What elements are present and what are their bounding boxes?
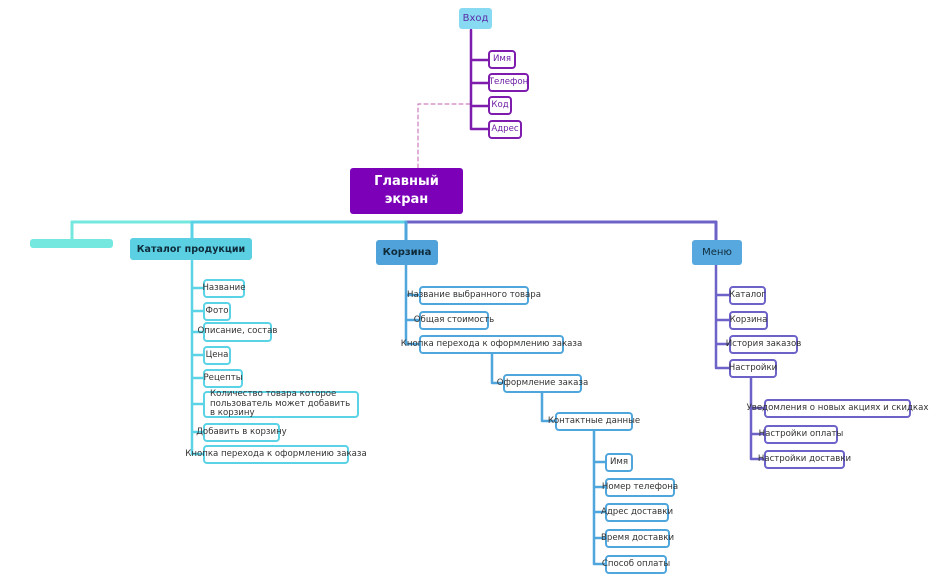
catalog-item-name[interactable]: Название <box>202 279 246 298</box>
menu-item-catalog[interactable]: Каталог <box>729 286 766 305</box>
login-item-address[interactable]: Адрес <box>488 120 522 139</box>
settings-item-notifications[interactable]: Уведомления о новых акциях и скидках <box>747 399 928 418</box>
settings-item-payment[interactable]: Настройки оплаты <box>759 425 843 444</box>
blank-branch-node[interactable] <box>30 239 113 248</box>
cart-item-checkout-button[interactable]: Кнопка перехода к оформлению заказа <box>401 335 582 354</box>
contact-item-time[interactable]: Время доставки <box>601 529 674 548</box>
catalog-item-quantity[interactable]: Количество товара которое пользователь м… <box>203 389 359 418</box>
login-item-name[interactable]: Имя <box>488 50 516 69</box>
catalog-item-checkout-button[interactable]: Кнопка перехода к оформлению заказа <box>185 445 367 464</box>
contact-data-node[interactable]: Контактные данные <box>548 412 640 431</box>
menu-item-settings[interactable]: Настройки <box>729 359 777 378</box>
main-screen-node[interactable]: Главный экран <box>350 168 463 214</box>
checkout-line <box>490 351 506 385</box>
menu-node[interactable]: Меню <box>692 240 742 265</box>
contact-line <box>540 390 558 423</box>
catalog-node[interactable]: Каталог продукции <box>130 238 252 260</box>
main-screen-line2: экран <box>384 192 429 207</box>
menu-item-order-history[interactable]: История заказов <box>726 335 801 354</box>
contact-item-phone[interactable]: Номер телефона <box>602 478 678 497</box>
contact-item-payment[interactable]: Способ оплаты <box>602 555 670 574</box>
login-link-line <box>417 29 472 169</box>
login-items-line <box>469 28 493 131</box>
catalog-items-line <box>190 259 206 456</box>
settings-items-line <box>749 375 767 461</box>
cart-items-line <box>404 262 422 346</box>
cart-node[interactable]: Корзина <box>376 240 438 265</box>
catalog-item-photo[interactable]: Фото <box>203 302 231 321</box>
main-screen-line1: Главный <box>374 174 439 190</box>
checkout-node[interactable]: Оформление заказа <box>497 374 588 393</box>
login-item-code[interactable]: Код <box>488 96 512 115</box>
settings-item-delivery[interactable]: Настройки доставки <box>758 450 851 469</box>
contact-items-line <box>592 428 608 566</box>
contact-item-address[interactable]: Адрес доставки <box>601 503 673 522</box>
catalog-item-recipes[interactable]: Рецепты <box>203 369 243 388</box>
catalog-item-add-to-cart[interactable]: Добавить в корзину <box>196 423 287 442</box>
cart-item-total[interactable]: Общая стоимость <box>414 311 494 330</box>
menu-item-cart[interactable]: Корзина <box>729 311 768 330</box>
login-item-phone[interactable]: Телефон <box>488 73 529 92</box>
menu-items-line <box>714 262 732 370</box>
catalog-item-price[interactable]: Цена <box>203 346 231 365</box>
login-node[interactable]: Вход <box>459 8 492 29</box>
catalog-item-description[interactable]: Описание, состав <box>198 322 277 342</box>
contact-item-name[interactable]: Имя <box>605 453 633 472</box>
cart-item-product-name[interactable]: Название выбранного товара <box>407 286 541 305</box>
